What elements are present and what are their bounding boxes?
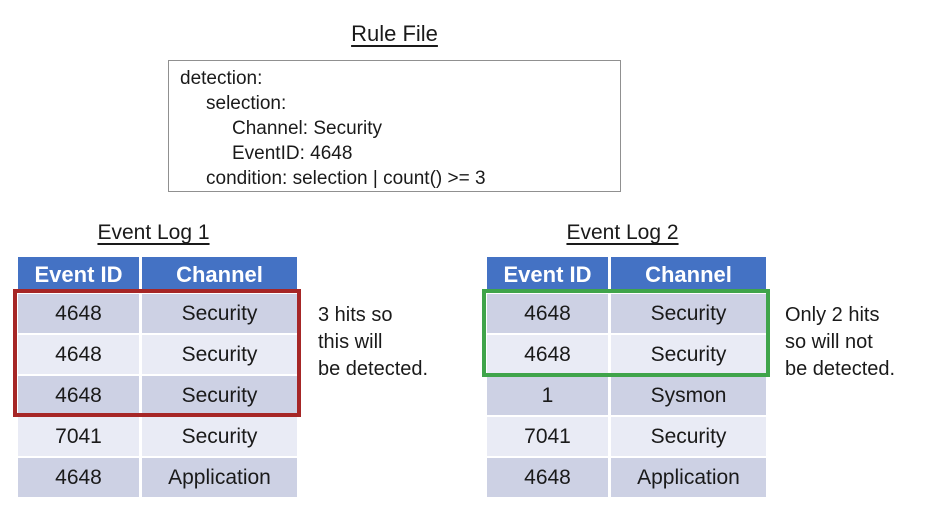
table-header-row: Event ID Channel [18, 257, 297, 292]
cell-channel: Security [142, 374, 297, 415]
cell-event-id: 1 [487, 374, 611, 415]
cell-channel: Application [611, 456, 766, 497]
column-header-channel: Channel [611, 257, 766, 292]
cell-channel: Security [142, 415, 297, 456]
cell-channel: Application [142, 456, 297, 497]
table-row: 4648 Security [18, 374, 297, 415]
rule-line-channel: Channel: Security [232, 118, 382, 139]
column-header-event-id: Event ID [18, 257, 142, 292]
cell-event-id: 4648 [487, 456, 611, 497]
event-log-2-title: Event Log 2 [566, 221, 679, 244]
rule-file-title: Rule File [351, 21, 438, 46]
cell-channel: Security [142, 292, 297, 333]
event-log-1-title: Event Log 1 [97, 221, 210, 244]
cell-event-id: 7041 [18, 415, 142, 456]
rule-line-detection: detection: [180, 68, 263, 89]
cell-event-id: 4648 [18, 292, 142, 333]
cell-event-id: 4648 [18, 333, 142, 374]
event-log-2-table: Event ID Channel 4648 Security 4648 Secu… [487, 257, 766, 497]
rule-line-eventid: EventID: 4648 [232, 143, 353, 164]
cell-channel: Security [611, 333, 766, 374]
rule-line-selection: selection: [206, 93, 287, 114]
table-row: 4648 Security [487, 333, 766, 374]
table-row: 4648 Security [18, 333, 297, 374]
cell-channel: Sysmon [611, 374, 766, 415]
column-header-event-id: Event ID [487, 257, 611, 292]
rule-line-condition: condition: selection | count() >= 3 [206, 168, 486, 189]
cell-channel: Security [611, 292, 766, 333]
cell-channel: Security [142, 333, 297, 374]
table-row: 4648 Security [487, 292, 766, 333]
cell-channel: Security [611, 415, 766, 456]
cell-event-id: 4648 [487, 292, 611, 333]
table-row: 4648 Application [18, 456, 297, 497]
cell-event-id: 7041 [487, 415, 611, 456]
table-row: 4648 Application [487, 456, 766, 497]
cell-event-id: 4648 [18, 456, 142, 497]
event-log-2-annotation: Only 2 hits so will not be detected. [785, 304, 896, 380]
table-row: 4648 Security [18, 292, 297, 333]
table-row: 1 Sysmon [487, 374, 766, 415]
event-log-1-annotation: 3 hits so this will be detected. [318, 304, 429, 380]
cell-event-id: 4648 [18, 374, 142, 415]
event-log-1-table: Event ID Channel 4648 Security 4648 Secu… [18, 257, 297, 497]
column-header-channel: Channel [142, 257, 297, 292]
table-header-row: Event ID Channel [487, 257, 766, 292]
cell-event-id: 4648 [487, 333, 611, 374]
rule-file-box: detection: selection: Channel: Security … [168, 60, 621, 192]
table-row: 7041 Security [487, 415, 766, 456]
table-row: 7041 Security [18, 415, 297, 456]
